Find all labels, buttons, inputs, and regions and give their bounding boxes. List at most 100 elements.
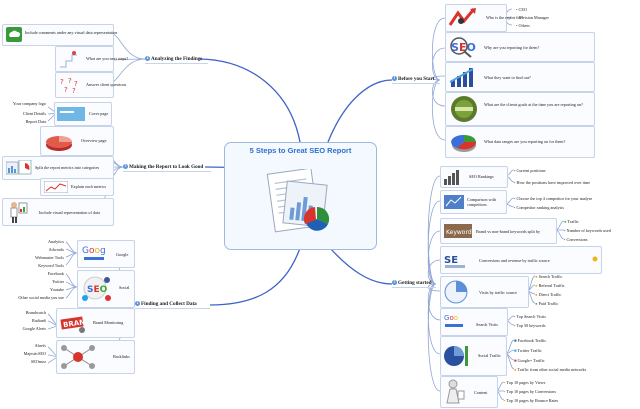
who-item-ceo[interactable]: ▪ CEO: [516, 7, 527, 12]
visit-item-paid[interactable]: ● Paid Traffic: [535, 301, 558, 306]
node-why-reporting[interactable]: SEO Why are you reporting for them?: [445, 32, 595, 62]
branch-underline: [145, 63, 208, 64]
node-include-comments[interactable]: Include comments under any visual data r…: [2, 24, 118, 46]
report-illustration: [266, 169, 330, 233]
cover-page-icon: [57, 107, 85, 121]
visit-item-search[interactable]: ● Search Traffic: [535, 274, 562, 279]
item-text: Top 10 pages by Bounce Rates: [506, 398, 559, 403]
brand-split-conversions[interactable]: ▪ Conversions: [564, 237, 587, 242]
visit-item-referral[interactable]: ● Referral Traffic: [535, 283, 565, 288]
split-charts-icon: [6, 160, 32, 175]
node-label: Who is the report for?: [486, 15, 523, 20]
social-pie-icon: [444, 346, 468, 366]
visit-item-direct[interactable]: ● Direct Traffic: [535, 292, 561, 297]
bullet-icon: ▪: [504, 380, 507, 385]
node-label: Overview page: [81, 138, 107, 143]
node-label: Conversions and revenue by traffic sourc…: [479, 258, 550, 263]
brand-item-brandwatch[interactable]: Brandwatch: [25, 310, 46, 315]
social-item-youtube[interactable]: Youtube: [49, 287, 64, 292]
traffic-sources-pie-icon: [444, 280, 468, 304]
google-item-keyword-tools[interactable]: Keyword Tools: [38, 263, 64, 268]
metrics-chart-icon: [44, 181, 68, 193]
ranking-item-improved[interactable]: ▪ How the positions have improved over t…: [514, 180, 590, 185]
google-item-analytics[interactable]: Analytics: [47, 239, 64, 244]
node-data-ranges[interactable]: What data ranges are you reporting on fo…: [445, 126, 595, 158]
node-split-metrics[interactable]: Split the report metrics into categories: [2, 156, 114, 180]
social-traffic-other[interactable]: ● Traffic from other social media networ…: [514, 367, 586, 372]
node-answer-questions[interactable]: ????? Answer client questions: [55, 72, 126, 98]
node-explain-metrics[interactable]: Explain each metrics: [40, 178, 114, 196]
node-brand-monitoring[interactable]: BRAND Brand Monitoring: [56, 308, 135, 338]
competitor-item-top4[interactable]: ▪ Choose the top 4 competitor for your a…: [514, 196, 592, 201]
brand-split-keywords[interactable]: ▪ Number of keywords used: [564, 228, 611, 233]
backlink-item-seomoz[interactable]: SEOmoz: [30, 359, 46, 364]
ranking-item-current[interactable]: ▪ Current positions: [514, 168, 546, 173]
social-item-twitter[interactable]: Twitter: [51, 279, 64, 284]
node-label: What are the clients goals at the time y…: [484, 102, 583, 107]
branch-title: Getting started: [398, 280, 432, 286]
social-traffic-twitter[interactable]: ■ Twitter Traffic: [514, 348, 542, 353]
node-client-goals[interactable]: What are the clients goals at the time y…: [445, 92, 595, 126]
social-traffic-facebook[interactable]: ■ Facebook Traffic: [514, 338, 546, 343]
social-traffic-googleplus[interactable]: ■ Google+ Traffic: [514, 358, 545, 363]
search-item-top-keywords[interactable]: ▪ Top 50 keywords: [514, 323, 546, 328]
steps-icon: [60, 51, 77, 68]
google-item-webmaster-tools[interactable]: Webmaster Tools: [35, 255, 64, 260]
node-backlinks[interactable]: Backlinks: [56, 340, 135, 374]
social-seo-icon: SEO: [82, 276, 111, 301]
brand-item-radian6[interactable]: Radian6: [32, 318, 46, 323]
backlink-item-majesticseo[interactable]: MajesticSEO: [23, 351, 46, 356]
social-item-facebook[interactable]: Facebook: [47, 271, 64, 276]
branch-title: Finding and Collect Data: [141, 301, 197, 307]
svg-text:SE: SE: [444, 255, 458, 266]
node-social-traffic[interactable]: Social Traffic: [440, 336, 507, 376]
who-item-others[interactable]: ▪ Others: [516, 23, 530, 28]
brand-item-google-alerts[interactable]: Google Alerts: [22, 326, 46, 331]
search-item-top-visits[interactable]: ▪ Top Search Visits: [514, 314, 546, 319]
brand-split-traffic[interactable]: ● Traffic: [564, 219, 579, 224]
cover-item-client-details[interactable]: Client Details: [22, 111, 46, 116]
google-item-adwords[interactable]: Adwords: [48, 247, 64, 252]
node-what-they-want[interactable]: What they want to find out?: [445, 62, 595, 92]
node-seo-rankings[interactable]: SEO Rankings: [440, 166, 508, 188]
growth-arrow-icon: [448, 8, 476, 26]
node-brand-nonbrand[interactable]: Keyword Brand vs non-brand keywords spli…: [440, 218, 557, 244]
node-label: Include comments under any visual data r…: [25, 30, 118, 35]
node-next-steps[interactable]: What are you next steps?: [55, 46, 128, 72]
node-conversions-revenue[interactable]: SE Conversions and revenue by traffic so…: [440, 246, 602, 274]
content-item-views[interactable]: ▪ Top 10 pages by Views: [504, 380, 545, 385]
question-marks-icon: ?????: [60, 77, 78, 94]
node-label: Backlinks: [113, 354, 130, 359]
social-item-other[interactable]: Other social media you use: [18, 295, 64, 300]
node-competitors[interactable]: Comparison with competitors: [440, 190, 507, 214]
node-who-is-report-for[interactable]: Who is the report for?: [445, 4, 523, 32]
node-overview-page[interactable]: Overview page: [40, 126, 114, 156]
node-google[interactable]: Goog Google: [77, 240, 135, 268]
backlinks-network-icon: [61, 345, 95, 369]
node-visual-representation[interactable]: Include visual representation of data: [2, 198, 114, 226]
item-text: Facebook Traffic: [517, 338, 547, 343]
node-label: Why are you reporting for them?: [484, 45, 540, 50]
node-content[interactable]: Content: [440, 376, 498, 408]
content-item-conversions[interactable]: ▪ Top 10 pages by Conversions: [504, 389, 556, 394]
node-visits-by-source[interactable]: Visits by traffic source: [440, 276, 529, 308]
node-social[interactable]: SEO Social: [77, 270, 135, 308]
node-search-visits[interactable]: Goo Search Visits: [440, 308, 508, 336]
bullet-icon: ●: [535, 301, 539, 306]
cover-item-report-data[interactable]: Report Data: [25, 119, 46, 124]
who-item-division-manager[interactable]: ▪ Division Manager: [516, 15, 549, 20]
content-item-bounce[interactable]: ▪ Top 10 pages by Bounce Rates: [504, 398, 558, 403]
bullet-icon: ●: [514, 367, 518, 372]
competitor-item-ranking[interactable]: ▪ Competitor ranking analysis: [514, 205, 564, 210]
cover-item-logo[interactable]: Your company logo: [12, 101, 46, 106]
item-text: Google+ Traffic: [517, 358, 545, 363]
node-cover-page[interactable]: Cover page: [54, 102, 112, 126]
branch-underline: [135, 308, 210, 309]
backlink-item-ahrefs[interactable]: Ahrefs: [34, 343, 46, 348]
central-topic[interactable]: 5 Steps to Great SEO Report: [224, 142, 377, 250]
